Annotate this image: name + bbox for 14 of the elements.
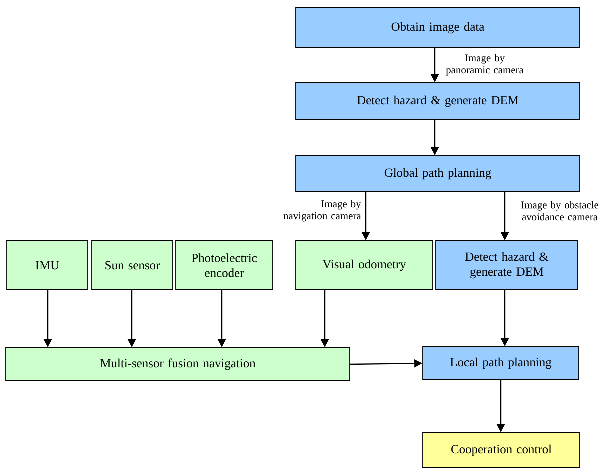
process-box: IMU: [6, 240, 88, 290]
edge-label: Image by panoramic camera: [446, 54, 524, 76]
process-box: Detect hazard & generate DEM: [296, 82, 580, 120]
process-box: Obtain image data: [296, 8, 580, 48]
process-box: Local path planning: [422, 346, 580, 380]
process-box: Multi-sensor fusion navigation: [6, 348, 350, 382]
process-box: Visual odometry: [296, 240, 434, 290]
process-box: Detect hazard & generate DEM: [436, 240, 578, 290]
edge-label: Image by navigation camera: [284, 200, 362, 222]
process-box: Global path planning: [296, 156, 580, 192]
process-box: Sun sensor: [92, 240, 174, 290]
process-box: Cooperation control: [422, 432, 580, 468]
process-box: Photoelectric encoder: [176, 240, 274, 290]
edge-label: Image by obstacle avoidance camera: [521, 201, 599, 221]
